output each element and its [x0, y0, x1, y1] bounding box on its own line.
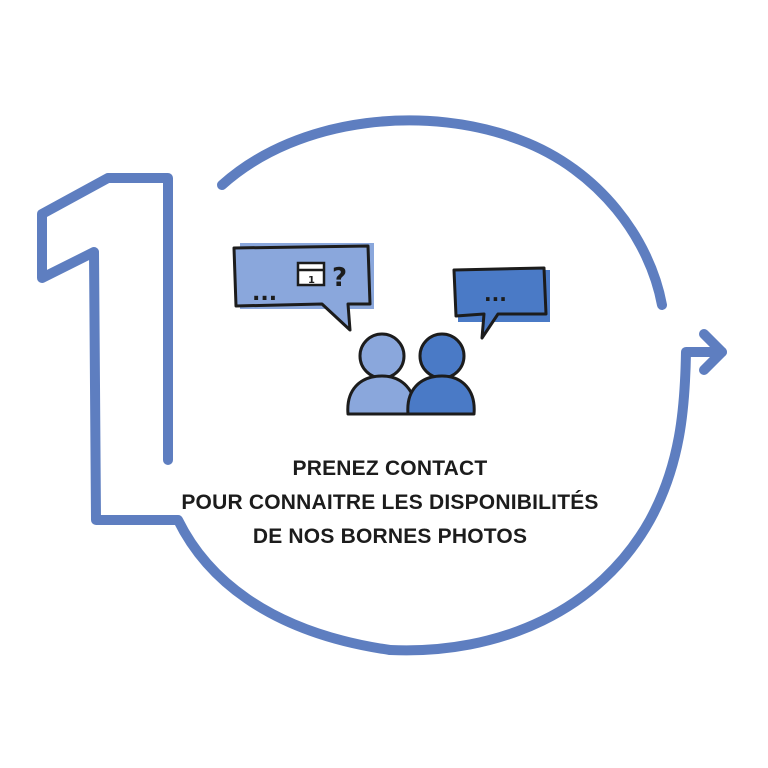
caption-line-1: PRENEZ CONTACT — [292, 457, 488, 480]
caption-line-3: DE NOS BORNES PHOTOS — [252, 525, 528, 548]
number-one-outline — [37, 173, 395, 655]
cycle-arc-lower — [385, 347, 727, 656]
question-mark-icon: ? — [332, 263, 347, 293]
left-bubble-dots: ... — [252, 281, 277, 306]
arrow-head-icon — [699, 329, 727, 375]
calendar-icon: 1 — [296, 261, 326, 287]
right-bubble-dots: ... — [484, 282, 507, 306]
people-icon — [346, 332, 476, 416]
caption-line-2: POUR CONNAITRE LES DISPONIBILITÉS — [181, 491, 599, 514]
step-caption: PRENEZ CONTACT POUR CONNAITRE LES DISPON… — [130, 452, 650, 554]
calendar-day: 1 — [308, 275, 315, 286]
right-speech-bubble-icon: ... — [452, 266, 550, 340]
cycle-arc — [217, 115, 667, 310]
left-speech-bubble-icon: ... 1 ? — [232, 243, 374, 332]
